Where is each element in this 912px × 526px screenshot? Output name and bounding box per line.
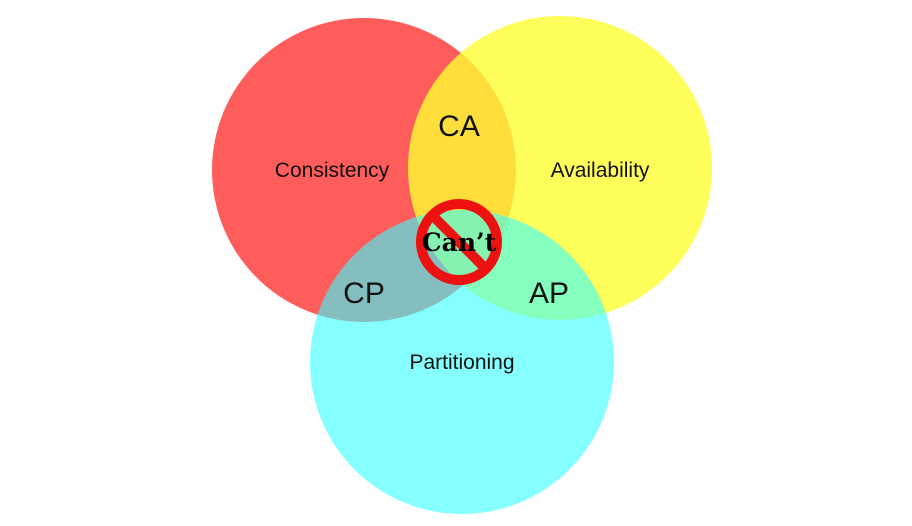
circles [212, 16, 712, 514]
no-symbol-icon [416, 199, 502, 285]
no-symbol-ring [416, 199, 502, 285]
no-symbol-slash [428, 211, 490, 273]
center-label-cant: Can’t [422, 228, 497, 257]
intersection-label-cp: CP [343, 277, 385, 310]
circle-partitioning [310, 210, 614, 514]
intersection-label-ap: AP [529, 277, 569, 310]
set-label-availability: Availability [551, 159, 650, 182]
intersection-label-ca: CA [438, 110, 480, 143]
set-label-consistency: Consistency [275, 159, 390, 182]
set-label-partitioning: Partitioning [409, 351, 514, 374]
